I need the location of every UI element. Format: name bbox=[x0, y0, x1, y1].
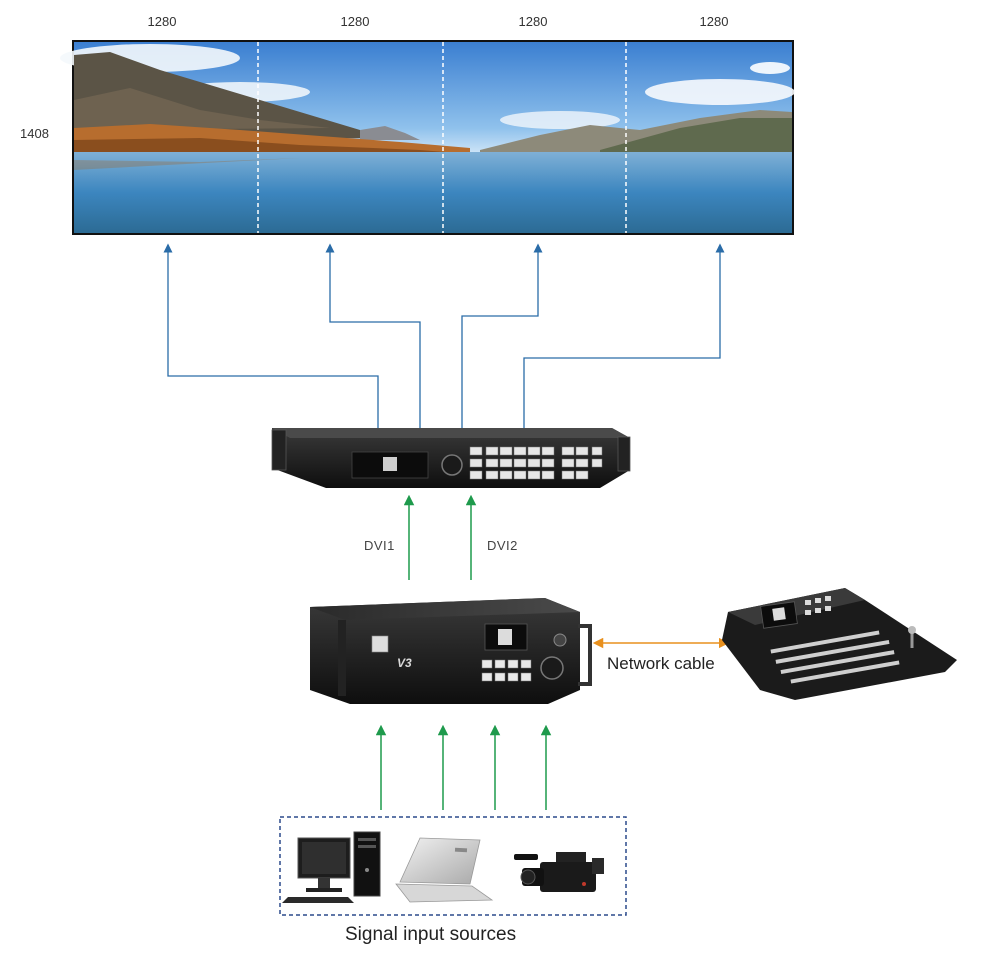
dvi1-label: DVI1 bbox=[364, 538, 395, 553]
input-connections bbox=[375, 724, 552, 810]
output-line-4 bbox=[523, 243, 725, 428]
screen-height-label: 1408 bbox=[20, 126, 49, 141]
video-camera-icon bbox=[514, 852, 604, 892]
segment-width-label: 1280 bbox=[699, 14, 729, 29]
output-line-3 bbox=[461, 243, 543, 428]
desktop-computer-icon bbox=[282, 831, 381, 903]
output-line-1 bbox=[163, 243, 379, 428]
sources-label: Signal input sources bbox=[345, 924, 517, 945]
dvi-connections bbox=[403, 494, 477, 580]
segment-width-label: 1280 bbox=[147, 14, 177, 29]
segment-width-label: 1280 bbox=[340, 14, 370, 29]
segment-width-label: 1280 bbox=[518, 14, 548, 29]
laptop-icon bbox=[395, 837, 494, 903]
led-processor bbox=[271, 428, 631, 488]
dvi2-label: DVI2 bbox=[487, 538, 518, 553]
video-controller bbox=[310, 598, 592, 704]
led-screen bbox=[60, 40, 795, 235]
control-console bbox=[722, 588, 957, 700]
knob-icon bbox=[540, 656, 564, 680]
network-cable-label: Network cable bbox=[607, 654, 715, 673]
controller-badge: V3 bbox=[397, 656, 412, 670]
output-connections bbox=[163, 243, 725, 428]
output-line-2 bbox=[325, 243, 421, 428]
sources-box bbox=[279, 816, 627, 916]
knob-icon bbox=[441, 454, 463, 476]
